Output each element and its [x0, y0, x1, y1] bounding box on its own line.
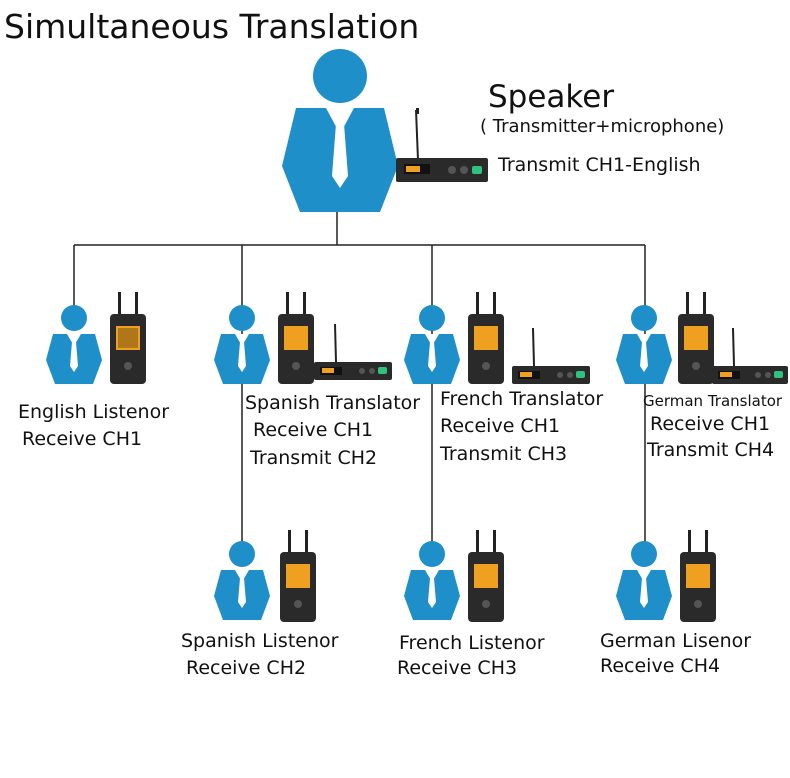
german-translator-transmit: Transmit CH4 [647, 439, 775, 461]
german-translator-role: German Translator [643, 392, 783, 410]
transmitter-unit-icon [512, 327, 590, 384]
speaker-person-icon [282, 49, 398, 212]
speaker-transmit-channel: Transmit CH1-English [498, 154, 701, 176]
german-listener-receive: Receive CH4 [600, 655, 721, 677]
person-icon [214, 305, 270, 384]
bodypack-receiver-icon [680, 530, 716, 622]
french-translator-receive: Receive CH1 [440, 415, 561, 437]
transmitter-unit-icon [712, 327, 788, 384]
bodypack-receiver-icon [278, 292, 314, 384]
spanish-listener-role: Spanish Listenor [181, 630, 339, 652]
spanish-translator-transmit: Transmit CH2 [250, 447, 378, 469]
speaker-label: Speaker [488, 79, 615, 115]
spanish-listener-receive: Receive CH2 [186, 657, 307, 679]
diagram-title: Simultaneous Translation [4, 7, 420, 46]
french-translator-role: French Translator [440, 388, 604, 410]
french-listener-receive: Receive CH3 [397, 657, 518, 679]
spanish-translator-role: Spanish Translator [245, 392, 421, 414]
bodypack-receiver-icon [110, 292, 146, 384]
german-listener-role: German Lisenor [600, 630, 752, 652]
person-icon [214, 541, 270, 620]
bodypack-receiver-icon [468, 530, 504, 622]
english-listener-receive: Receive CH1 [22, 428, 143, 450]
french-translator-transmit: Transmit CH3 [440, 443, 568, 465]
spanish-translator-receive: Receive CH1 [253, 419, 374, 441]
speaker-subtitle: ( Transmitter+microphone) [480, 116, 725, 137]
bodypack-receiver-icon [280, 530, 316, 622]
speaker-transmitter-icon [396, 108, 488, 182]
bodypack-receiver-icon [468, 292, 504, 384]
transmitter-unit-icon [314, 323, 392, 380]
french-listener-role: French Listenor [399, 632, 545, 654]
bodypack-receiver-icon [678, 292, 714, 384]
person-icon [404, 541, 460, 620]
person-icon [616, 541, 672, 620]
person-icon [46, 305, 102, 384]
german-translator-receive: Receive CH1 [650, 413, 771, 435]
person-icon [404, 305, 460, 384]
english-listener-role: English Listenor [18, 401, 170, 423]
person-icon [616, 305, 672, 384]
